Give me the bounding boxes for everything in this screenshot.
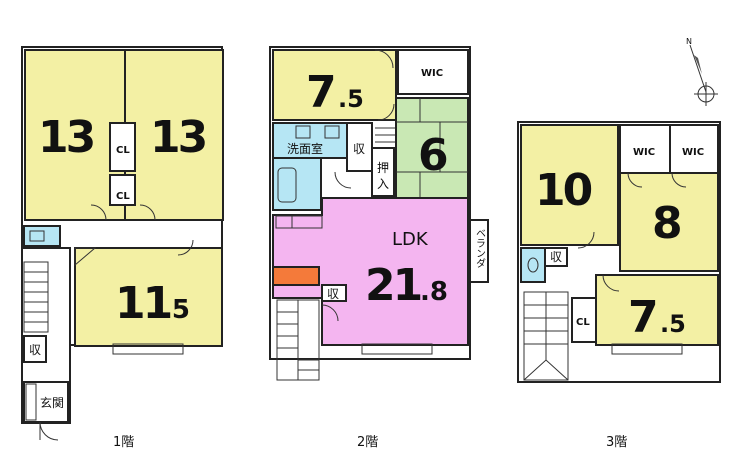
closet-2-label: CL bbox=[116, 191, 130, 202]
oshiire-label-2: 入 bbox=[377, 177, 389, 191]
room-11-5 bbox=[74, 247, 223, 347]
room-6-tatami bbox=[395, 97, 469, 199]
room-13-right bbox=[124, 49, 224, 221]
room-8-label: 8 bbox=[652, 198, 680, 249]
veranda bbox=[469, 219, 489, 283]
stairs-2f bbox=[276, 299, 320, 381]
ldk-title: LDK bbox=[392, 229, 429, 250]
stairs-1f bbox=[23, 261, 49, 333]
storage-2f-b-label: 収 bbox=[327, 287, 339, 301]
window-1f bbox=[112, 343, 184, 355]
floor-1-label: 1階 bbox=[113, 435, 134, 450]
closet-2 bbox=[109, 174, 136, 206]
compass-label: N bbox=[686, 37, 692, 46]
room-13-right-label: 13 bbox=[150, 112, 206, 163]
veranda-label: ベランダ bbox=[474, 228, 486, 268]
room-7-5-2f bbox=[272, 49, 397, 121]
storage-3f bbox=[544, 247, 568, 267]
kitchen-accent bbox=[272, 266, 320, 286]
toilet-3f bbox=[520, 247, 546, 283]
storage-2f-a bbox=[346, 122, 373, 172]
room-10 bbox=[520, 124, 619, 246]
compass: N bbox=[686, 37, 718, 106]
room-7-5-3f bbox=[595, 274, 719, 346]
toilet-1f bbox=[23, 225, 61, 247]
room-7-5-2f-label-main: 7 bbox=[306, 67, 334, 118]
floor-2: 7 .5 WIC 6 洗面室 収 押 入 LDK 21 .8 収 ベランダ 2階 bbox=[269, 46, 489, 450]
shoe-cabinet bbox=[25, 383, 37, 421]
storage-1f-label: 収 bbox=[29, 343, 41, 357]
room-13-left-label: 13 bbox=[38, 112, 94, 163]
wic-2f-label: WIC bbox=[421, 68, 443, 79]
room-7-5-2f-label-sub: .5 bbox=[338, 85, 364, 113]
room-6-label: 6 bbox=[418, 130, 447, 181]
closet-3f-label: CL bbox=[576, 317, 590, 328]
floor-2-label: 2階 bbox=[357, 435, 378, 450]
ldk-label-main: 21 bbox=[365, 260, 421, 311]
storage-2f-b bbox=[321, 284, 347, 302]
entrance bbox=[23, 381, 69, 423]
oshiire-label-1: 押 bbox=[377, 161, 389, 175]
floor-3: 10 8 7 .5 WIC WIC 収 CL 3階 bbox=[517, 121, 721, 450]
storage-1f bbox=[23, 335, 47, 363]
room-10-label: 10 bbox=[535, 165, 592, 216]
bathroom bbox=[272, 157, 322, 211]
closet-3f bbox=[571, 297, 597, 343]
room-13-left bbox=[24, 49, 126, 221]
room-7-5-3f-label-sub: .5 bbox=[660, 310, 686, 338]
room-7-5-3f-label-main: 7 bbox=[628, 292, 656, 343]
washroom-label: 洗面室 bbox=[287, 141, 323, 156]
wic-2f bbox=[397, 49, 469, 95]
ldk-label-sub: .8 bbox=[420, 277, 448, 307]
wic-3f-2-label: WIC bbox=[682, 147, 704, 158]
storage-2f-a-label: 収 bbox=[353, 142, 365, 156]
wic-3f-1-label: WIC bbox=[633, 147, 655, 158]
entrance-label: 玄関 bbox=[40, 395, 64, 410]
floor-3-label: 3階 bbox=[606, 435, 627, 450]
floor-1: 13 13 11 .5 CL CL 収 玄関 1階 bbox=[21, 46, 224, 450]
stairs-3f bbox=[523, 291, 569, 381]
compass-needle bbox=[689, 44, 707, 93]
closet-1-label: CL bbox=[116, 145, 130, 156]
window-2f bbox=[361, 343, 433, 355]
window-3f bbox=[611, 343, 683, 355]
room-11-5-label-sub: .5 bbox=[162, 295, 190, 325]
room-8 bbox=[619, 172, 719, 272]
storage-3f-label: 収 bbox=[550, 250, 562, 264]
closet-1 bbox=[109, 122, 136, 172]
oshiire bbox=[371, 147, 395, 197]
room-11-5-label-main: 11 bbox=[115, 278, 171, 329]
